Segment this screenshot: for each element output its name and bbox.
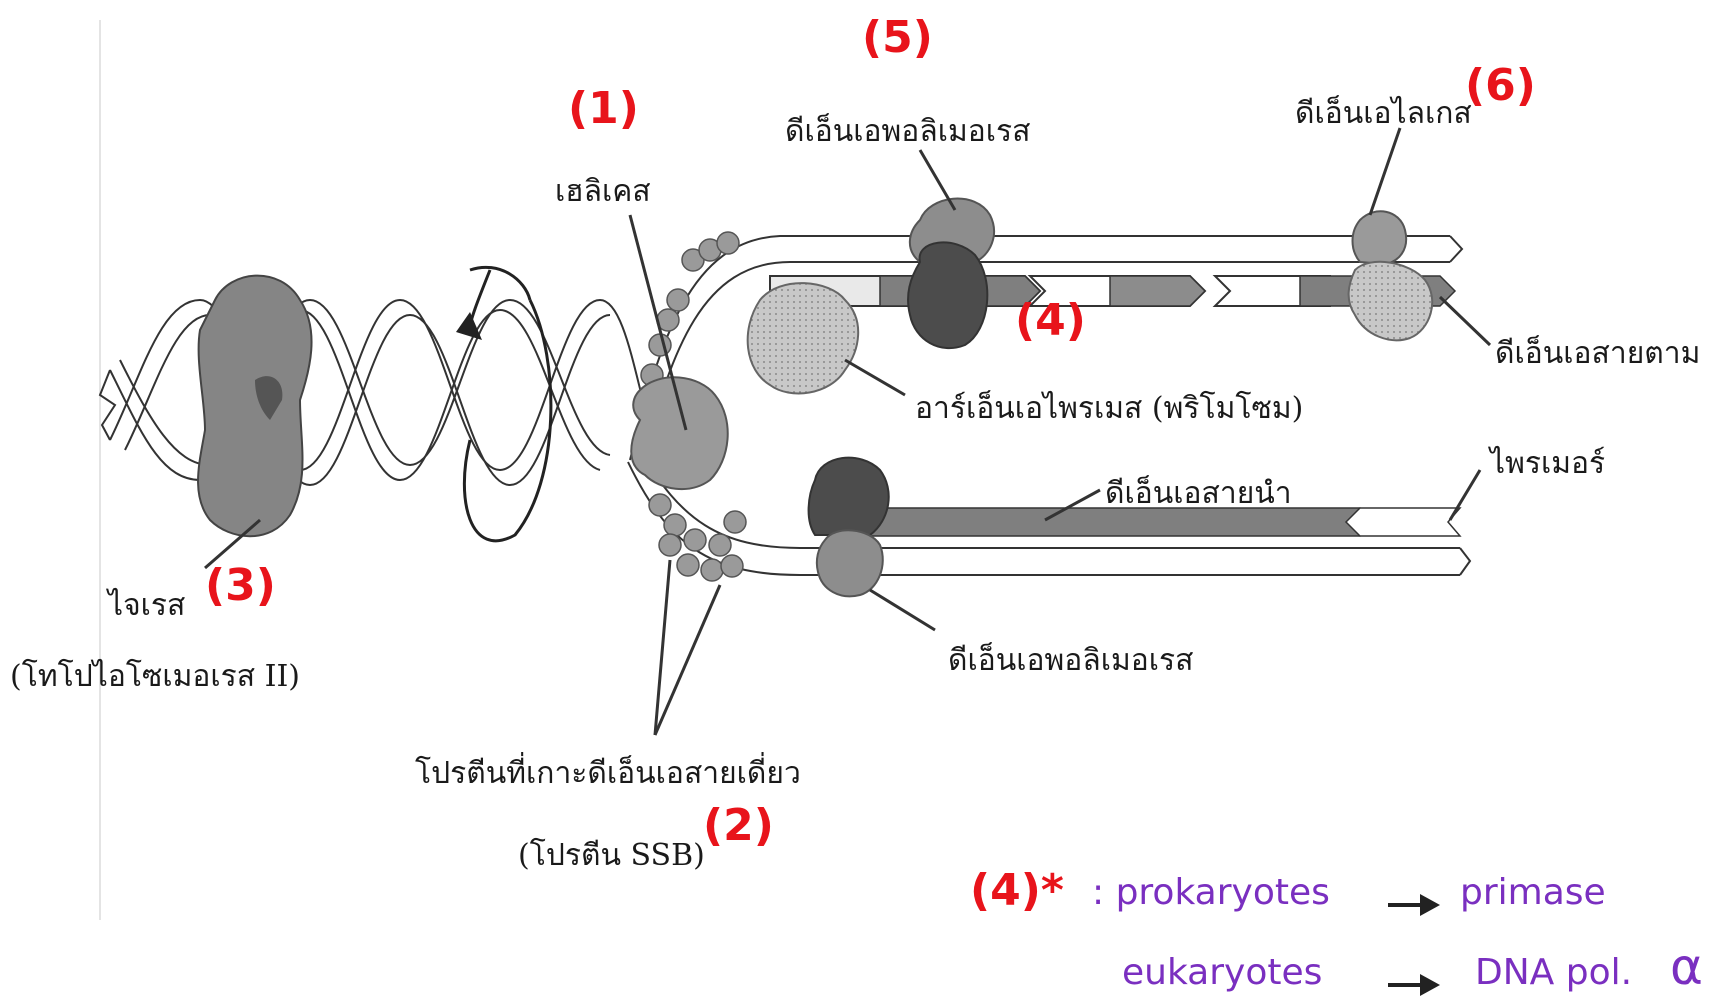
note-dna-pol: DNA pol. [1475, 952, 1633, 993]
note-primase: primase [1460, 872, 1606, 913]
label-ssb-short: (โปรตีน SSB) [518, 838, 705, 873]
label-gyrase: ไจเรส [108, 588, 186, 623]
label-ssb-protein: โปรตีนที่เกาะดีเอ็นเอสายเดี่ยว [415, 756, 801, 791]
note-tag: (4)* [970, 865, 1064, 916]
label-primer: ไพรเมอร์ [1490, 446, 1606, 481]
leader-polymerase-top [918, 149, 957, 211]
leader-helicase [628, 214, 688, 431]
leading-strand [859, 507, 1462, 537]
rotation-arrow-icon [456, 265, 553, 543]
step-number-2: (2) [703, 800, 774, 851]
leader-ssb-1 [653, 559, 672, 736]
leader-leading-strand [1044, 488, 1101, 522]
leader-ssb-2 [653, 584, 722, 736]
note-arrows [1388, 894, 1440, 996]
leader-lines [204, 127, 1492, 736]
leader-lagging-strand [1438, 295, 1492, 347]
step-number-5: (5) [862, 12, 933, 63]
dna-polymerase-bottom-enzyme [807, 456, 890, 598]
step-number-1: (1) [568, 83, 639, 134]
gyrase-enzyme [197, 274, 313, 538]
label-helicase: เฮลิเคส [555, 174, 651, 209]
note-prokaryotes: : prokaryotes [1092, 872, 1330, 913]
step-number-3: (3) [205, 560, 276, 611]
step-number-4: (4) [1015, 295, 1086, 346]
step-number-6: (6) [1465, 60, 1536, 111]
note-alpha: α [1670, 938, 1703, 996]
label-topoisomerase: (โทโปไอโซเมอเรส II) [10, 659, 300, 694]
label-rna-primase: อาร์เอ็นเอไพรเมส (พริโมโซม) [915, 391, 1304, 426]
label-dna-ligase: ดีเอ็นเอไลเกส [1295, 96, 1472, 131]
leader-primer [1448, 469, 1482, 521]
label-lagging-strand: ดีเอ็นเอสายตาม [1495, 336, 1701, 371]
leader-polymerase-bottom [869, 588, 936, 632]
leader-primase [844, 358, 906, 397]
note-eukaryotes: eukaryotes [1122, 952, 1323, 993]
label-dna-polymerase-bottom: ดีเอ็นเอพอลิเมอเรส [948, 643, 1194, 678]
dna-ligase-enzyme [1347, 210, 1434, 342]
arrow-right-icon [1420, 974, 1440, 996]
label-leading-strand: ดีเอ็นเอสายนำ [1105, 476, 1292, 511]
rna-primase-enzyme [746, 282, 860, 395]
dna-polymerase-top-enzyme [907, 197, 995, 350]
helicase-enzyme [630, 376, 729, 491]
leader-gyrase [204, 518, 261, 570]
ssb-proteins [634, 231, 747, 582]
leader-ligase [1368, 127, 1402, 216]
arrow-right-icon [1420, 894, 1440, 916]
dna-double-helix [98, 298, 661, 487]
label-dna-polymerase-top: ดีเอ็นเอพอลิเมอเรส [785, 114, 1031, 149]
